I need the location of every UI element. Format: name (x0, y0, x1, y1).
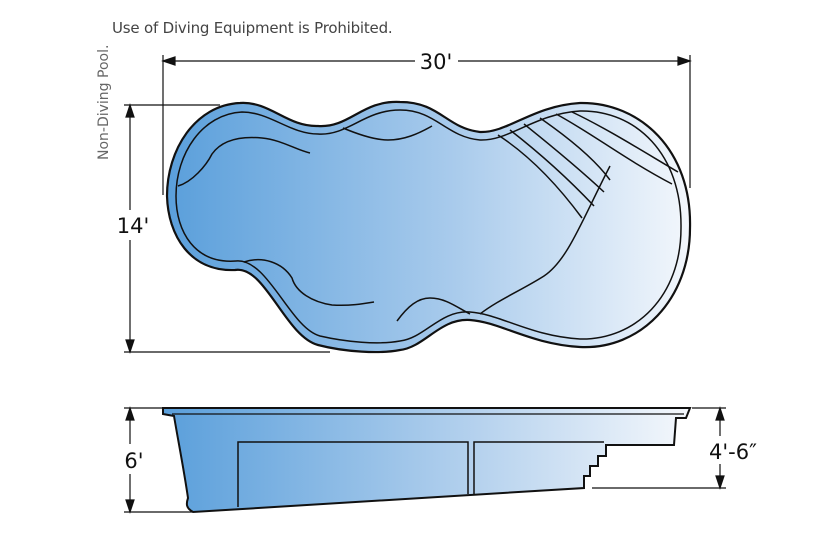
length-dimension (161, 55, 692, 195)
left-bench-profile (237, 441, 469, 507)
entry-steps (479, 111, 679, 315)
length-label: 30' (420, 50, 453, 74)
lower-left-bench-seat (243, 258, 375, 306)
pool-outline-inner (175, 109, 682, 344)
profile-outline (162, 407, 692, 514)
deep-end-depth-label: 6' (124, 449, 143, 473)
profile-view (162, 407, 692, 514)
diving-prohibited-notice: Use of Diving Equipment is Prohibited. (112, 19, 393, 37)
shallow-end-dimension (592, 406, 726, 490)
pool-outline-outer (165, 100, 692, 354)
shallow-end-depth-label: 4'-6″ (709, 440, 757, 464)
left-bench-seat (177, 136, 311, 187)
width-label: 14' (117, 214, 150, 238)
right-bench-profile (473, 441, 604, 494)
plan-view (165, 100, 692, 354)
top-bench-seat (342, 125, 433, 141)
bottom-bench-seat (396, 297, 471, 322)
deep-end-dimension (124, 406, 192, 514)
width-dimension (124, 103, 330, 354)
